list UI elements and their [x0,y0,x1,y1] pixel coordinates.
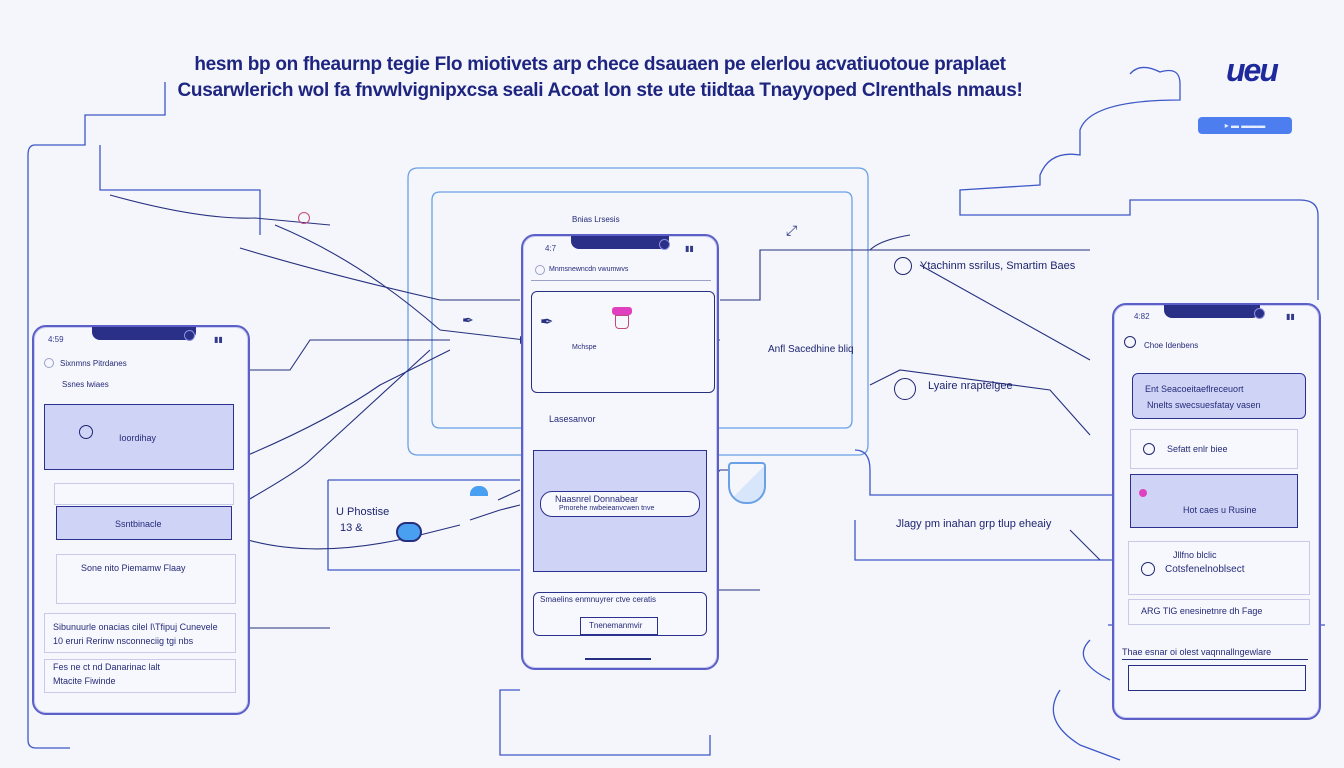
left-header: Sixnmns Pitrdanes [60,359,127,368]
potion-icon [612,307,632,315]
search-icon [79,425,93,439]
divider [1122,659,1308,660]
left-card-1[interactable]: Ioordihay [44,404,234,470]
menu-icon[interactable] [44,358,54,368]
left-card-1-label: Ioordihay [119,433,157,443]
phone-center: 4:7 ▮▮ Mnmsnewncdn vwumwvs ✒ Mchspe Lase… [521,234,719,670]
target-icon [894,257,912,275]
center-banner-sub: Mchspe [572,344,597,351]
center-footer-label: Tnenemanmvir [589,621,643,630]
clock-icon [894,378,916,400]
clock-icon [1141,562,1155,576]
center-section: Lasesanvor [549,414,596,424]
center-panel-title: Bnias Lrsesis [572,215,620,224]
center-search: Mnmsnewncdn vwumwvs [549,266,629,273]
camera-icon [184,330,195,341]
headline-line-1: hesm bp on fheaurnp tegie Flo miotivets … [194,54,1006,75]
menu-icon[interactable] [535,265,545,275]
center-button-label: Naasnrel Donnabear [555,494,639,504]
info-icon [1143,443,1155,455]
status-signal-icon: ▮▮ [1286,312,1295,321]
left-card-4[interactable]: Sibunuurle onacias cilel I\Tfipuj Cuneve… [44,613,236,653]
right-card-5-label: ARG TlG enesinetnre dh Fage [1141,606,1263,616]
phone-right: 4:82 ▮▮ Choe Idenbens Ent Seacoeitaeflre… [1112,303,1321,720]
right-card-4-line-2: Cotsfenelnoblsect [1165,564,1245,575]
shield-icon [728,462,766,504]
cursor-icon: ⤢ [786,222,798,238]
left-subheader: Ssnes lwiaes [62,380,109,389]
left-card-blank [54,483,234,505]
pin-icon [1139,489,1147,497]
gear-icon [298,212,310,224]
status-time: 4:59 [48,335,64,344]
menu-icon[interactable] [1124,336,1136,348]
label-right-mid: Lyaire nrapteigee [928,380,1013,392]
center-list-label: Smaelins enmnuyrer ctve ceratis [540,595,657,604]
headline-line-2: Cusarwlerich wol fa fnvwlvignipxcsa seal… [177,80,1023,101]
status-time: 4:7 [545,244,557,253]
label-left-mid-2: 13 & [340,522,363,534]
left-card-4-line-2: 10 eruri Rerinw nsconneciig tgi nbs [53,636,194,646]
status-signal-icon: ▮▮ [214,335,223,344]
right-card-3[interactable]: Hot caes u Rusine [1130,474,1298,528]
left-card-5-line-1: Fes ne ct nd Danarinac lalt [53,662,161,672]
right-card-3-label: Hot caes u Rusine [1183,505,1257,515]
divider [531,280,711,281]
left-card-2-label: Ssntbinacle [115,519,162,529]
phone-left: 4:59 ▮▮ Sixnmns Pitrdanes Ssnes lwiaes I… [32,325,250,715]
label-center-right: Anfl Sacedhine bliq [768,344,854,355]
left-card-3-label: Sone nito Piemamw Flaay [81,563,186,573]
right-card-1[interactable]: Ent Seacoeitaeflreceuort Nnelts swecsues… [1132,373,1306,419]
left-card-5[interactable]: Fes ne ct nd Danarinac lalt Mtacite Fiwi… [44,659,236,693]
right-card-5[interactable]: ARG TlG enesinetnre dh Fage [1128,599,1310,625]
label-right-bottom: Jlagy pm inahan grp tlup eheaiy [896,518,1052,530]
header-button[interactable]: ▸ ▬ ▬▬▬ [1198,117,1292,134]
right-card-1-line-1: Ent Seacoeitaeflreceuort [1145,384,1244,394]
right-card-2[interactable]: Sefatt enlr biee [1130,429,1298,469]
left-card-4-line-1: Sibunuurle onacias cilel I\Tfipuj Cuneve… [53,622,218,632]
phone-notch [571,236,669,249]
right-bottom-input[interactable] [1128,665,1306,691]
center-primary-button[interactable]: Naasnrel Donnabear Pmorehe nwbeieanvcwen… [540,491,700,517]
status-time: 4:82 [1134,312,1150,321]
right-card-6-label: Thae esnar oi olest vaqnnallngewlare [1122,647,1272,657]
pen-tool-icon: ✒ [462,312,474,328]
right-subheader: Choe Idenbens [1144,341,1199,350]
right-card-2-label: Sefatt enlr biee [1167,444,1228,454]
phone-notch [92,327,196,340]
home-bar [585,658,651,660]
node-icon [470,486,488,496]
right-card-4[interactable]: Jllfno blclic Cotsfenelnoblsect [1128,541,1310,595]
pen-tool-icon: ✒ [540,314,554,331]
left-card-5-line-2: Mtacite Fiwinde [53,676,116,686]
toggle-icon [396,522,422,542]
right-card-1-line-2: Nnelts swecsuesfatay vasen [1147,400,1261,410]
camera-icon [659,239,670,250]
jar-icon [615,315,629,329]
center-footer-button[interactable]: Tnenemanmvir [580,617,658,635]
label-right-top: Ytachinm ssrilus, Smartim Baes [920,260,1076,272]
camera-icon [1254,308,1265,319]
center-button-sub: Pmorehe nwbeieanvcwen tnve [559,505,655,512]
center-block: Naasnrel Donnabear Pmorehe nwbeieanvcwen… [533,450,707,572]
left-card-3[interactable]: Sone nito Piemamw Flaay [56,554,236,604]
label-left-mid-1: U Phostise [336,506,390,518]
status-battery-icon: ▮▮ [685,244,694,253]
center-banner[interactable]: ✒ Mchspe [531,291,715,393]
phone-notch [1164,305,1260,318]
center-list[interactable]: Smaelins enmnuyrer ctve ceratis Tneneman… [533,592,707,636]
left-card-2[interactable]: Ssntbinacle [56,506,232,540]
right-card-4-line-1: Jllfno blclic [1173,550,1217,560]
brand-logo: ueu [1226,52,1279,88]
